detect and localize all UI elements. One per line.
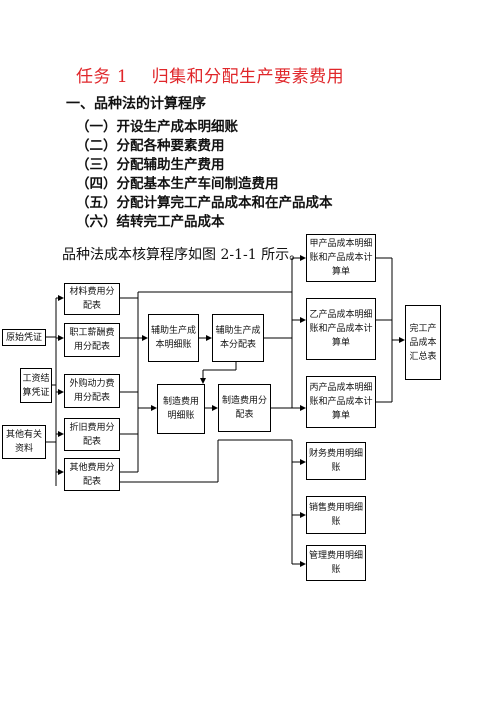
product-c-ledger: 丙产品成本明细账和产品成本计算单 [306,376,376,428]
product-a-ledger: 甲产品成本明细账和产品成本计算单 [306,234,376,282]
step-4: （四）分配基本生产车间制造费用 [76,176,279,192]
product-b-ledger: 乙产品成本明细账和产品成本计算单 [306,298,376,360]
step-6: （六）结转完工产品成本 [76,214,225,230]
sales-expense-ledger: 销售费用明细账 [306,496,366,534]
other-allocation: 其他费用分配表 [64,458,120,491]
depreciation-allocation: 折旧费用分配表 [64,418,120,451]
salary-allocation: 职工薪酬费用分配表 [64,323,120,357]
step-2: （二）分配各种要素费用 [76,138,225,154]
finished-goods-summary: 完工产品成本汇总表 [405,305,441,380]
step-1: （一）开设生产成本明细账 [76,119,238,135]
step-5: （五）分配计算完工产品成本和在产品成本 [76,195,333,211]
source-wage-voucher: 工资结算凭证 [20,368,52,403]
auxiliary-allocation: 辅助生产成本分配表 [212,314,264,362]
overhead-ledger: 制造费用明细账 [157,384,205,434]
step-3: （三）分配辅助生产费用 [76,157,225,173]
section-heading: 一、品种法的计算程序 [66,96,206,112]
finance-expense-ledger: 财务费用明细账 [306,442,366,480]
source-other-data: 其他有关资料 [2,425,46,459]
auxiliary-ledger: 辅助生产成本明细账 [148,314,199,362]
admin-expense-ledger: 管理费用明细账 [306,545,366,581]
source-original-voucher: 原始凭证 [2,329,46,346]
page-title: 任务 1 归集和分配生产要素费用 [76,67,345,87]
material-allocation: 材料费用分配表 [64,283,120,315]
overhead-allocation: 制造费用分配表 [218,384,271,432]
diagram-intro: 品种法成本核算程序如图 2-1-1 所示。 [62,247,304,263]
power-allocation: 外购动力费用分配表 [64,374,120,408]
